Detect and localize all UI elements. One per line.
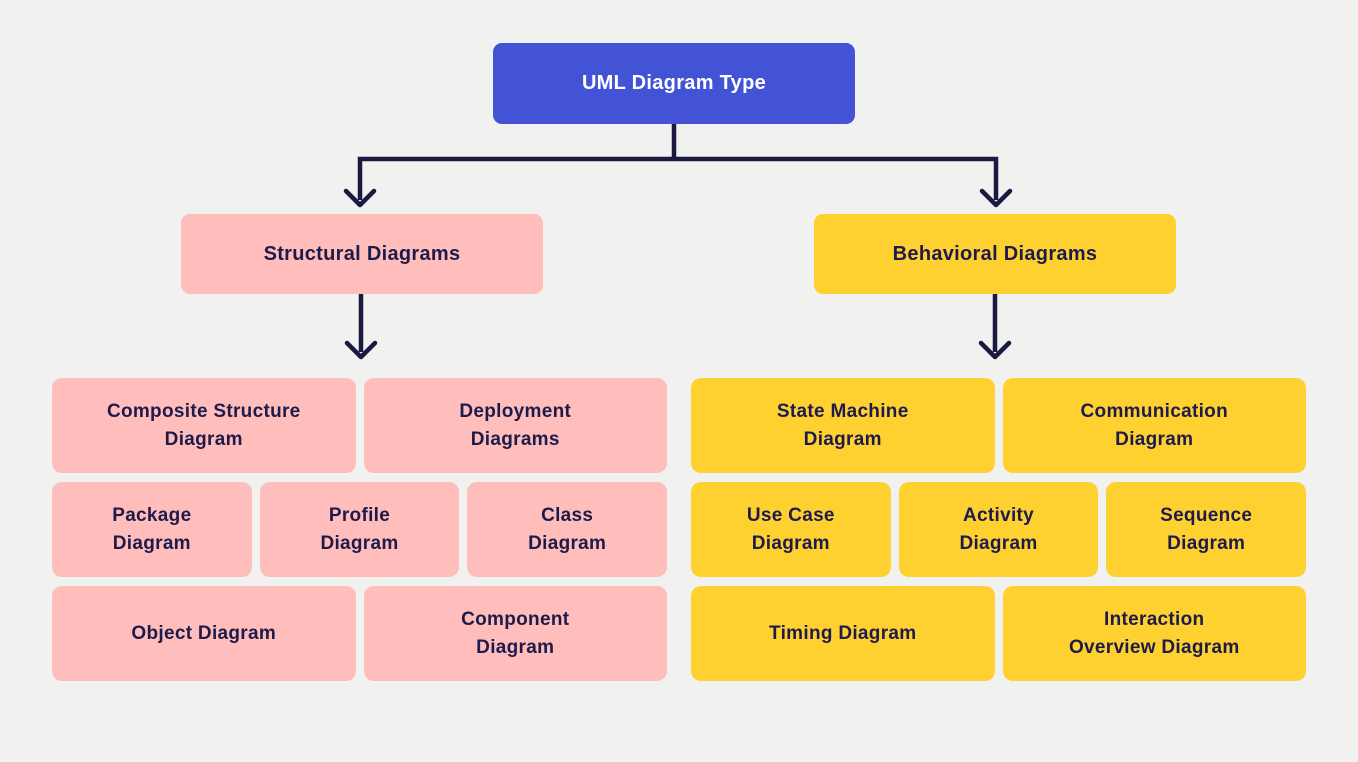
node-class-diagram: Class Diagram: [467, 482, 668, 577]
leaf-label: Use Case Diagram: [746, 504, 835, 554]
leaf-label: Communication Diagram: [1080, 400, 1228, 450]
arrowhead-behavioral-grid: [978, 340, 1012, 360]
node-behavioral-diagrams: Behavioral Diagrams: [814, 214, 1176, 294]
arrowhead-behavioral: [979, 188, 1013, 208]
node-communication-diagram: Communication Diagram: [1002, 378, 1306, 473]
behavioral-diagram-grid: State Machine Diagram Communication Diag…: [691, 378, 1307, 681]
node-composite-structure-diagram: Composite Structure Diagram: [52, 378, 356, 473]
node-profile-diagram: Profile Diagram: [259, 482, 460, 577]
leaf-label: Sequence Diagram: [1160, 504, 1253, 554]
node-structural-diagrams: Structural Diagrams: [181, 214, 543, 294]
leaf-label: Interaction Overview Diagram: [1068, 608, 1240, 658]
leaf-label: Class Diagram: [528, 504, 607, 554]
node-activity-diagram: Activity Diagram: [898, 482, 1099, 577]
node-timing-diagram: Timing Diagram: [691, 586, 995, 681]
behavioral-label: Behavioral Diagrams: [892, 242, 1098, 265]
behavioral-grid-row-1: State Machine Diagram Communication Diag…: [691, 378, 1306, 473]
structural-diagram-grid: Composite Structure Diagram Deployment D…: [52, 378, 668, 681]
leaf-label: Profile Diagram: [320, 504, 399, 554]
leaf-label: State Machine Diagram: [776, 400, 909, 450]
node-use-case-diagram: Use Case Diagram: [691, 482, 891, 577]
leaf-label: Activity Diagram: [959, 504, 1038, 554]
leaf-label: Composite Structure Diagram: [106, 400, 301, 450]
structural-label: Structural Diagrams: [263, 242, 461, 265]
structural-grid-row-1: Composite Structure Diagram Deployment D…: [52, 378, 667, 473]
structural-grid-row-3: Object Diagram Component Diagram: [52, 586, 667, 681]
leaf-label: Timing Diagram: [769, 622, 917, 644]
arrowhead-structural: [343, 188, 377, 208]
leaf-label: Deployment Diagrams: [459, 400, 572, 450]
leaf-label: Component Diagram: [461, 608, 570, 658]
node-uml-diagram-type: UML Diagram Type: [493, 43, 855, 124]
node-interaction-overview-diagram: Interaction Overview Diagram: [1002, 586, 1306, 681]
root-node-label: UML Diagram Type: [581, 72, 767, 94]
leaf-label: Package Diagram: [112, 504, 192, 554]
node-deployment-diagrams: Deployment Diagrams: [363, 378, 667, 473]
node-component-diagram: Component Diagram: [363, 586, 667, 681]
node-object-diagram: Object Diagram: [52, 586, 356, 681]
node-package-diagram: Package Diagram: [52, 482, 252, 577]
leaf-label: Object Diagram: [131, 622, 277, 644]
behavioral-grid-row-3: Timing Diagram Interaction Overview Diag…: [691, 586, 1306, 681]
structural-grid-row-2: Package Diagram Profile Diagram Class Di…: [52, 482, 668, 577]
node-sequence-diagram: Sequence Diagram: [1106, 482, 1307, 577]
behavioral-grid-row-2: Use Case Diagram Activity Diagram Sequen…: [691, 482, 1307, 577]
arrowhead-structural-grid: [344, 340, 378, 360]
node-state-machine-diagram: State Machine Diagram: [691, 378, 995, 473]
branch-t-bar: [357, 156, 999, 200]
